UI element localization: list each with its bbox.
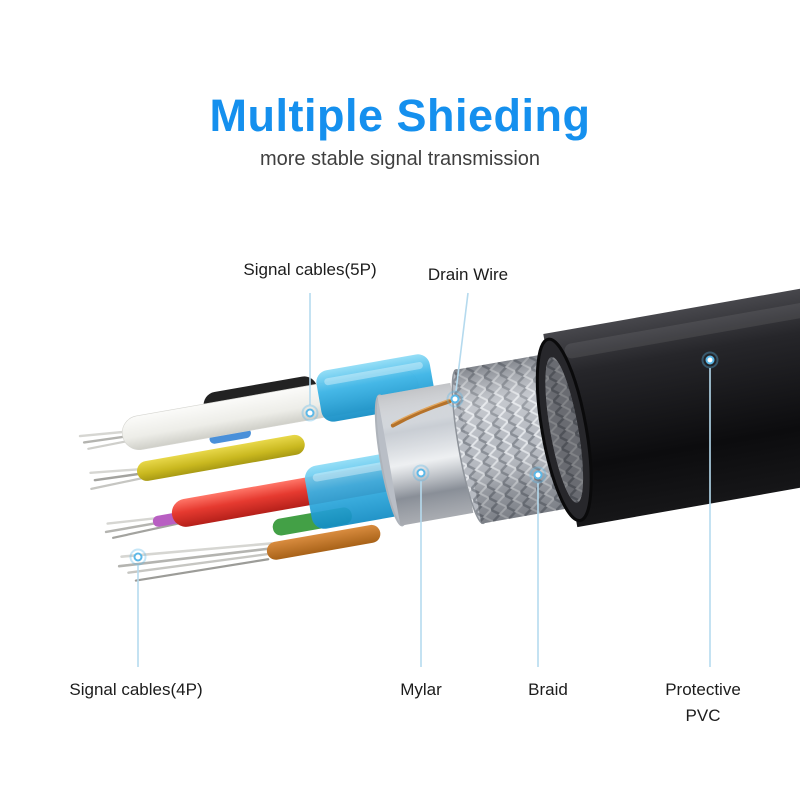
callout-dots (129, 351, 719, 566)
callout-leaders (137, 292, 711, 667)
page-title: Multiple Shieding (209, 90, 591, 141)
label-mylar: Mylar (400, 680, 442, 699)
page-subtitle: more stable signal transmission (259, 148, 541, 170)
dot-mylar (412, 464, 430, 482)
dot-pvc (701, 351, 719, 369)
wire-yellow (137, 434, 305, 481)
label-signal-cables-5p: Signal cables(5P) (243, 260, 377, 279)
dot-signal-4p (129, 548, 147, 566)
label-braid: Braid (528, 680, 568, 699)
pvc-jacket (535, 281, 800, 528)
dot-drain-wire (446, 390, 464, 408)
wire-orange (266, 524, 381, 560)
dot-braid (529, 466, 547, 484)
leader-drain-wire (455, 292, 469, 392)
dot-signal-5p (301, 404, 319, 422)
drain-wire (390, 398, 452, 428)
label-protective-pvc: Protective PVC (665, 680, 741, 725)
label-signal-cables-4p: Signal cables(4P) (69, 680, 203, 699)
label-drain-wire: Drain Wire (427, 265, 509, 284)
cable-body (78, 281, 800, 582)
